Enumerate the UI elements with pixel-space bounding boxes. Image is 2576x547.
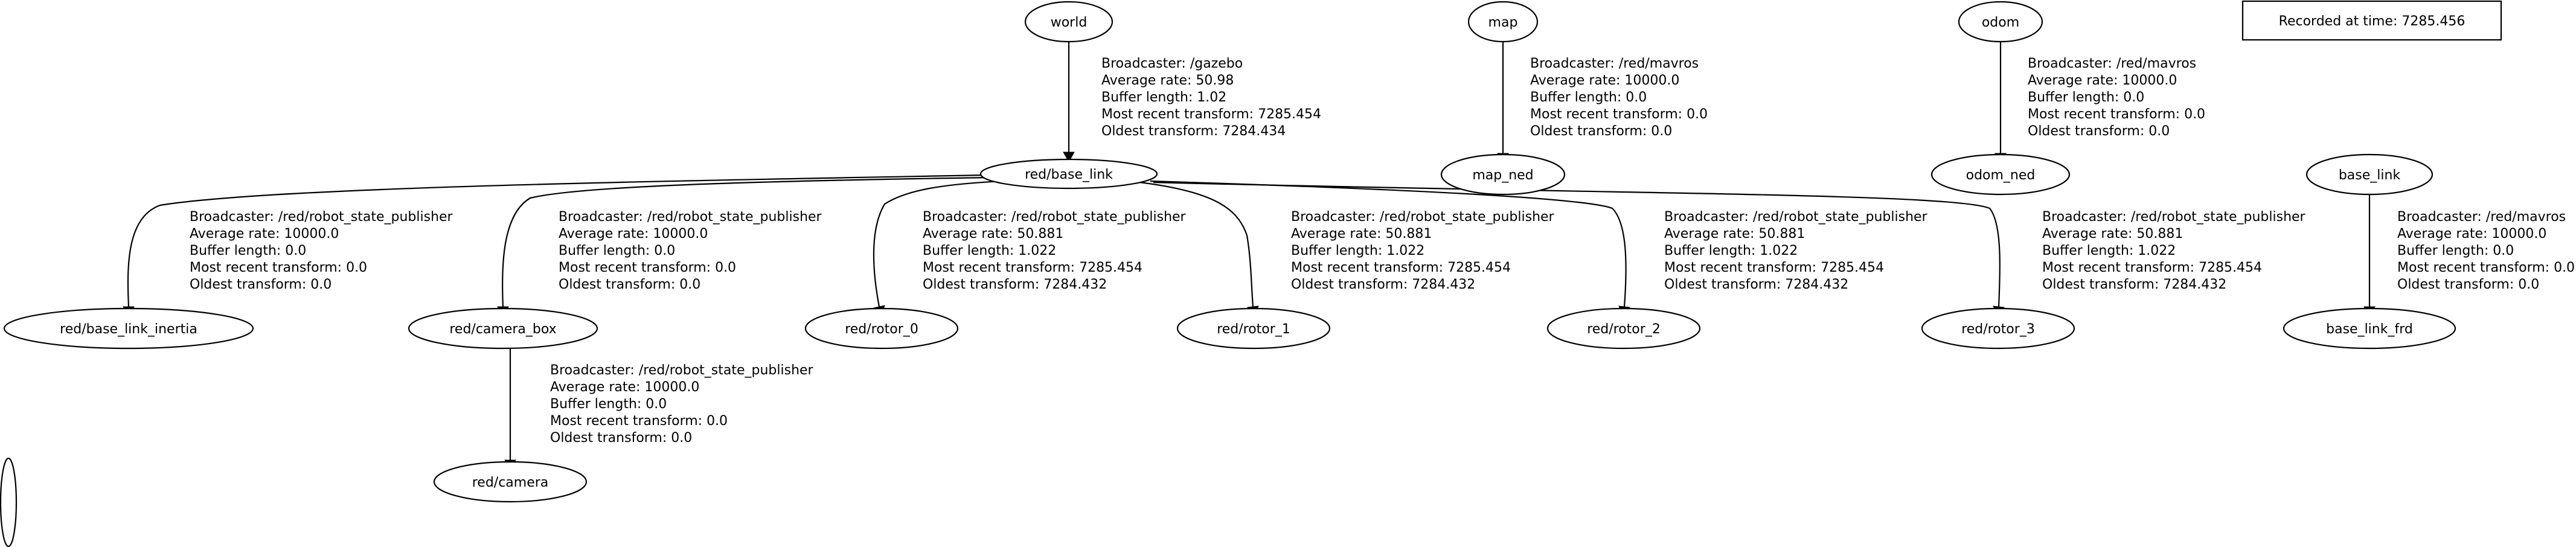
edge-label-base-link-rotor-3: Broadcaster: /red/robot_state_publisher … [2042,210,2310,292]
edge-label-world-base-link: Broadcaster: /gazebo Average rate: 50.98… [1101,56,1325,139]
node-red-camera-box-label: red/camera_box [449,322,556,337]
node-base-link-frd[interactable]: base_link_frd [2283,307,2456,350]
node-base-link-frd-label: base_link_frd [2326,322,2413,337]
node-red-rotor-0[interactable]: red/rotor_0 [804,307,959,350]
edge-map-map-ned [1497,38,1509,164]
node-red-base-link-label: red/base_link [1025,167,1113,182]
node-odom-ned[interactable]: odom_ned [1930,153,2071,196]
node-red-camera-label: red/camera [472,475,549,490]
node-red-rotor-2[interactable]: red/rotor_2 [1546,307,1701,350]
edge-base-link-rotor-1 [1129,180,1259,318]
edge-label-base-link-camera-box: Broadcaster: /red/robot_state_publisher … [559,210,826,292]
node-map-ned[interactable]: map_ned [1440,153,1566,196]
node-odom-ned-label: odom_ned [1966,168,2036,183]
node-red-rotor-1-label: red/rotor_1 [1217,322,1290,337]
node-map-ned-label: map_ned [1472,168,1533,183]
edge-world-base-link [1063,38,1075,163]
edge-odom-odom-ned [1994,38,2007,164]
node-map[interactable]: map [1467,1,1539,43]
node-red-camera-box[interactable]: red/camera_box [408,307,598,350]
node-odom[interactable]: odom [1958,1,2043,43]
node-red-base-link[interactable]: red/base_link [979,158,1158,190]
recorded-time-label: Recorded at time: 7285.456 [2279,14,2465,29]
node-world[interactable]: world [1024,1,1113,43]
node-map-label: map [1488,15,1518,30]
node-red-rotor-3-label: red/rotor_3 [1961,322,2035,337]
edge-label-base-link-rotor-2: Broadcaster: /red/robot_state_publisher … [1664,210,1932,292]
node-world-label: world [1051,15,1088,30]
edge-camera-box-camera [504,343,516,471]
edge-labels: Broadcaster: /gazebo Average rate: 50.98… [190,56,2576,446]
edge-label-camera-box-camera: Broadcaster: /red/robot_state_publisher … [550,363,818,446]
edge-label-base-link-inertia: Broadcaster: /red/robot_state_publisher … [190,210,457,292]
node-red-base-link-inertia[interactable]: red/base_link_inertia [3,307,254,350]
node-red-camera[interactable]: red/camera [433,461,588,503]
node-red-rotor-3[interactable]: red/rotor_3 [1921,307,2075,350]
recorded-time-box: Recorded at time: 7285.456 [2241,0,2502,41]
edge-label-odom-odom-ned: Broadcaster: /red/mavros Average rate: 1… [2028,56,2209,139]
edge-label-base-link-frd: Broadcaster: /red/mavros Average rate: 1… [2397,210,2576,292]
edge-label-base-link-rotor-1: Broadcaster: /red/robot_state_publisher … [1291,210,1559,292]
edge-label-map-map-ned: Broadcaster: /red/mavros Average rate: 1… [1530,56,1712,139]
edge-label-base-link-rotor-0: Broadcaster: /red/robot_state_publisher … [923,210,1190,292]
node-red-rotor-1[interactable]: red/rotor_1 [1176,307,1331,350]
node-red-rotor-2-label: red/rotor_2 [1587,322,1661,337]
edge-base-link-frd [2363,189,2376,318]
node-red-base-link-inertia-label: red/base_link_inertia [60,322,197,337]
node-empty[interactable] [0,457,18,547]
node-odom-label: odom [1982,15,2019,30]
node-red-rotor-0-label: red/rotor_0 [845,322,918,337]
node-base-link[interactable]: base_link [2305,153,2433,196]
node-base-link-label: base_link [2339,168,2401,183]
nodes: world map odom red/base_link map_ned odo… [0,1,2456,547]
